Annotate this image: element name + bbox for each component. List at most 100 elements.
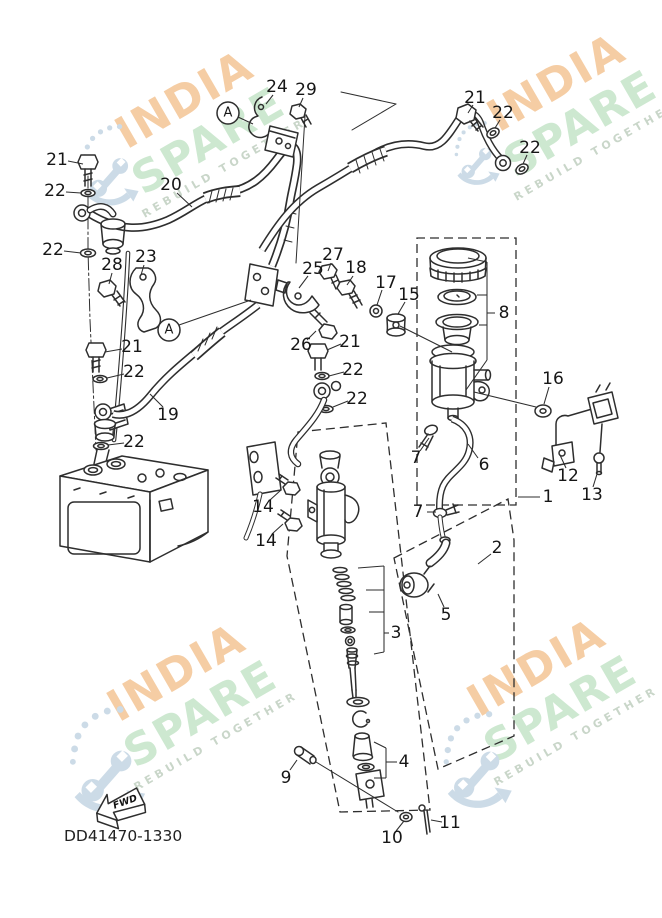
callout-12: 12 (557, 466, 579, 486)
leader-line (332, 400, 349, 408)
joint-5 (399, 514, 451, 598)
union-bolt-21-left (85, 342, 108, 384)
callout-13: 13 (581, 485, 603, 505)
leader-line (477, 553, 492, 565)
leader-line (265, 94, 274, 105)
svg-text:A: A (165, 323, 174, 338)
leader-line (467, 104, 474, 114)
reservoir-body (429, 344, 492, 422)
pipe-connector-block (243, 441, 282, 541)
callout-29: 29 (295, 80, 317, 100)
leader-line (106, 373, 125, 379)
leader-line (298, 97, 304, 108)
bolt-18 (336, 279, 363, 309)
washer-17 (369, 304, 383, 318)
grommet-15 (386, 313, 406, 337)
cotter-pin-11 (418, 804, 431, 835)
callout-22: 22 (342, 360, 364, 380)
leader-line (271, 523, 284, 535)
hose-clamp-7-upper (418, 424, 439, 451)
stay-bracket-12 (541, 382, 619, 473)
callout-28: 28 (101, 255, 123, 275)
callout-11: 11 (439, 813, 461, 833)
leader-line (373, 651, 385, 655)
master-cylinder-kit-3 (332, 566, 385, 809)
callout-16: 16 (542, 369, 564, 389)
leader-line (419, 437, 430, 452)
bracket-25 (282, 281, 320, 314)
bolt-14-upper (275, 473, 301, 496)
leader-line (237, 116, 254, 125)
callout-18: 18 (345, 258, 367, 278)
hose-joint-block (244, 263, 288, 307)
callout-22: 22 (346, 389, 368, 409)
callout-19: 19 (157, 405, 179, 425)
callout-2: 2 (492, 538, 503, 558)
callout-22: 22 (123, 362, 145, 382)
leader-line (149, 393, 164, 408)
bracket-23 (129, 267, 162, 333)
callout-1: 1 (543, 487, 554, 507)
leader-line (346, 275, 354, 286)
leader-line (494, 119, 501, 129)
leader-line (269, 489, 282, 501)
hose-clamp-24 (248, 91, 397, 264)
callout-14: 14 (252, 497, 274, 517)
callout-21: 21 (46, 150, 68, 170)
leader-line (559, 454, 567, 469)
callout-26: 26 (290, 335, 312, 355)
callout-22: 22 (519, 138, 541, 158)
leader-line (373, 741, 387, 749)
clevis-pin-9 (293, 745, 399, 813)
leader-line (467, 257, 488, 263)
callout-6: 6 (479, 455, 490, 475)
callout-22: 22 (42, 240, 64, 260)
leader-line (395, 820, 405, 832)
leader-line (289, 759, 298, 771)
union-bolt-26-stack (287, 309, 342, 468)
leader-line (376, 289, 383, 306)
callout-15: 15 (398, 285, 420, 305)
leader-line (65, 191, 82, 194)
callout-8: 8 (499, 303, 510, 323)
assembly-box-1 (416, 237, 517, 506)
callout-7: 7 (411, 448, 422, 468)
bolt-13 (593, 452, 605, 476)
callout-9: 9 (281, 768, 292, 788)
leader-line (67, 160, 84, 165)
leader-line (592, 473, 598, 488)
hose-holder-block (264, 125, 299, 158)
leader-line (108, 272, 113, 285)
callout-5: 5 (441, 605, 452, 625)
leader-line (430, 819, 443, 823)
master-cylinder-body (307, 450, 360, 559)
bolt-29 (289, 103, 312, 128)
leader-line (140, 264, 145, 276)
circled-ref-A: A (157, 318, 181, 342)
leader-line (465, 359, 488, 391)
diaphragm-plate (437, 288, 477, 306)
callout-3: 3 (391, 623, 402, 643)
leader-line (327, 262, 332, 272)
callout-17: 17 (375, 273, 397, 293)
callout-23: 23 (135, 247, 157, 267)
leader-line (399, 325, 453, 353)
leader-line (104, 348, 123, 353)
callout-21: 21 (464, 88, 486, 108)
leader-line (357, 565, 385, 569)
callout-20: 20 (160, 175, 182, 195)
assembly-box-master-cylinder (286, 422, 431, 813)
bolt-28 (97, 279, 126, 307)
leader-line (397, 301, 406, 315)
washer-16 (534, 404, 552, 418)
callout-22: 22 (123, 432, 145, 452)
leader-line (306, 330, 317, 341)
fwd-arrow: FWD (96, 787, 147, 830)
assembly-box-2 (393, 498, 515, 770)
reservoir-cap (429, 247, 487, 283)
washer-10 (399, 811, 413, 823)
circled-ref-A: A (216, 101, 240, 125)
